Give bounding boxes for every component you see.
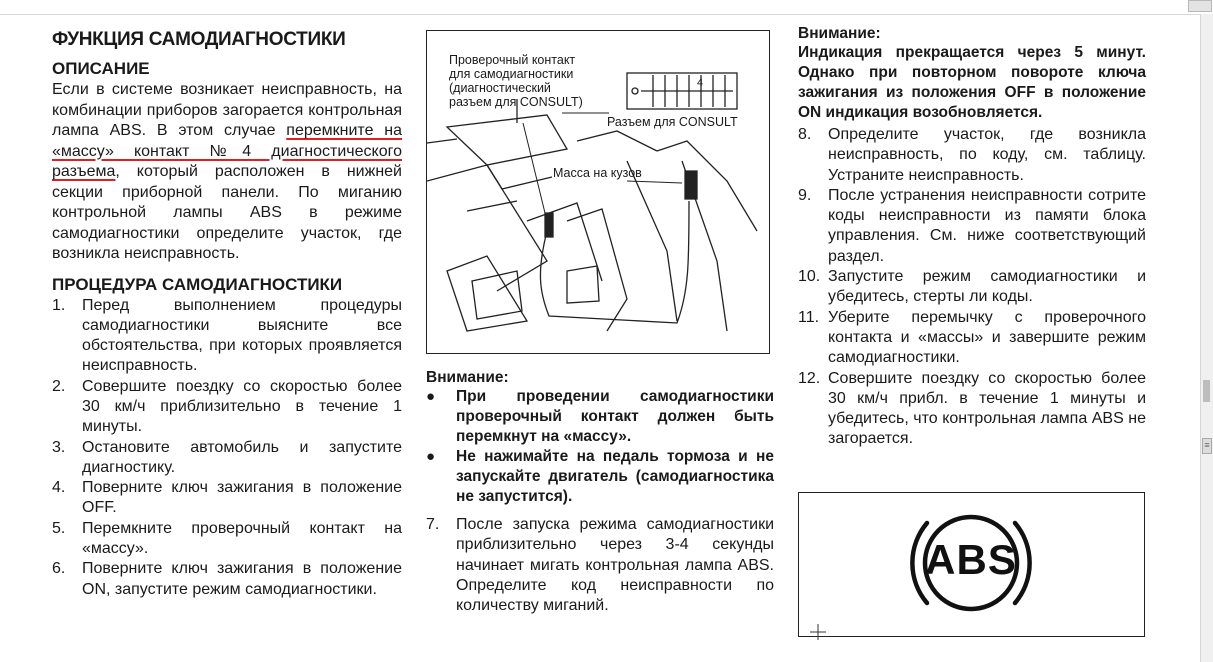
procedure-step: 8. Определите участок, где возникла неисп… bbox=[798, 125, 1146, 186]
step-number: 6. bbox=[52, 560, 66, 578]
window-corner-handle[interactable] bbox=[1188, 0, 1212, 12]
bullet-text: При проведении самодиагностики проверочн… bbox=[456, 388, 774, 445]
description-heading: ОПИСАНИЕ bbox=[52, 59, 150, 78]
underlined-instruction: перемкните на «массу» контакт №4 диагнос… bbox=[52, 122, 402, 180]
procedure-step: 3. Остановите автомобиль и запустите диаг… bbox=[52, 438, 402, 479]
step-text: После запуска режима самодиагностики при… bbox=[456, 516, 774, 615]
abs-warning-lamp-icon bbox=[910, 514, 1032, 612]
step-number: 8. bbox=[798, 126, 812, 143]
procedure-step: 1. Перед выполнением процедуры самодиагно… bbox=[52, 296, 402, 377]
step-number: 1. bbox=[52, 296, 66, 314]
procedure-step: 10. Запустите режим самодиагностики и убе… bbox=[798, 267, 1146, 308]
step-number: 2. bbox=[52, 377, 66, 395]
middle-note: Внимание: ● При проведении самодиагностик… bbox=[426, 368, 774, 616]
step-text: После устранения неисправности сотрите к… bbox=[828, 186, 1146, 265]
procedure-steps: 1. Перед выполнением процедуры самодиагно… bbox=[52, 296, 402, 600]
description-text: Если в системе возникает неисправность, … bbox=[52, 80, 402, 265]
scrollbar-marker bbox=[1203, 380, 1210, 402]
step-text: Определите участок, где возникла неиспра… bbox=[828, 126, 1146, 184]
pin-number-label: 4 bbox=[697, 77, 704, 89]
procedure-heading: ПРОЦЕДУРА САМОДИАГНОСТИКИ bbox=[52, 274, 343, 294]
window-top-bar bbox=[0, 0, 1213, 15]
description-text-part: , который расположен в нижней секции при… bbox=[52, 163, 402, 262]
step-number: 12. bbox=[798, 369, 821, 387]
procedure-step: 5. Перемкните проверочный контакт на «мас… bbox=[52, 519, 402, 560]
step-text: Поверните ключ зажигания в положение OFF… bbox=[82, 479, 402, 517]
consult-connector-outline bbox=[626, 72, 738, 110]
step-number: 5. bbox=[52, 519, 66, 537]
note-bullet: ● При проведении самодиагностики провероч… bbox=[426, 387, 774, 447]
vertical-scrollbar[interactable]: ≡ bbox=[1200, 14, 1213, 662]
step-text: Поверните ключ зажигания в положение ON,… bbox=[82, 560, 402, 598]
description-text-part: Если в системе возникает неисправность, … bbox=[52, 81, 402, 139]
step-text: Перед выполнением процедуры самодиагност… bbox=[82, 296, 402, 375]
step-number: 4. bbox=[52, 479, 66, 497]
procedure-step: 9. После устранения неисправности сотрите… bbox=[798, 186, 1146, 267]
procedure-step: 11. Уберите перемычку с проверочного конт… bbox=[798, 308, 1146, 369]
label-line: Проверочный контакт bbox=[449, 53, 576, 67]
note-heading: Внимание: bbox=[798, 25, 881, 42]
step-number: 7. bbox=[426, 516, 440, 533]
procedure-step: 4. Поверните ключ зажигания в положение O… bbox=[52, 478, 402, 519]
note-bullet: ● Не нажимайте на педаль тормоза и не зап… bbox=[426, 447, 774, 507]
step-number: 9. bbox=[798, 186, 812, 204]
label-line: разъем для CONSULT) bbox=[449, 95, 583, 109]
abs-lamp-text: ABS bbox=[925, 536, 1017, 583]
step-text: Уберите перемычку с проверочного контакт… bbox=[828, 308, 1146, 367]
page-title: ФУНКЦИЯ САМОДИАГНОСТИКИ bbox=[52, 29, 346, 50]
step-text: Перемкните проверочный контакт на «массу… bbox=[82, 519, 402, 558]
procedure-step: 2. Совершите поездку со скоростью более 3… bbox=[52, 377, 402, 438]
scrollbar-grip-icon[interactable]: ≡ bbox=[1202, 438, 1212, 454]
check-contact-label: Проверочный контакт для самодиагностики … bbox=[449, 53, 583, 109]
bullet-icon: ● bbox=[426, 388, 436, 405]
consult-connector-label: Разъем для CONSULT bbox=[607, 115, 738, 129]
procedure-steps-continued: 8. Определите участок, где возникла неисп… bbox=[798, 125, 1146, 450]
procedure-step: 12. Совершите поездку со скоростью более … bbox=[798, 369, 1146, 450]
crosshair-cursor-icon bbox=[810, 624, 826, 640]
step-text: Остановите автомобиль и запустите диагно… bbox=[82, 438, 402, 476]
step-text: Запустите режим самодиагностики и убедит… bbox=[828, 268, 1146, 306]
procedure-step: 7. После запуска режима самодиагностики п… bbox=[426, 515, 774, 616]
bullet-icon: ● bbox=[426, 448, 436, 465]
label-line: для самодиагностики bbox=[449, 67, 574, 81]
note-heading: Внимание: bbox=[426, 369, 509, 386]
abs-lamp-figure: ABS bbox=[798, 492, 1145, 637]
step-number: 11. bbox=[798, 308, 820, 326]
step-text: Совершите поездку со скоростью более 30 … bbox=[82, 377, 402, 436]
bullet-text: Не нажимайте на педаль тормоза и не запу… bbox=[456, 448, 774, 505]
note-body: Индикация прекращается через 5 минут. Од… bbox=[798, 44, 1146, 121]
left-column: ФУНКЦИЯ САМОДИАГНОСТИКИ ОПИСАНИЕ Если в … bbox=[52, 28, 402, 600]
step-number: 3. bbox=[52, 438, 66, 456]
procedure-step: 6. Поверните ключ зажигания в положение O… bbox=[52, 559, 402, 600]
step-text: Совершите поездку со скоростью более 30 … bbox=[828, 369, 1146, 448]
right-column: Внимание: Индикация прекращается через 5… bbox=[798, 24, 1146, 450]
connector-location-diagram: Проверочный контакт для самодиагностики … bbox=[426, 30, 770, 354]
step-number: 10. bbox=[798, 268, 821, 286]
label-line: (диагностический bbox=[449, 81, 551, 95]
body-ground-label: Масса на кузов bbox=[553, 166, 642, 180]
dashboard-illustration bbox=[427, 72, 758, 332]
